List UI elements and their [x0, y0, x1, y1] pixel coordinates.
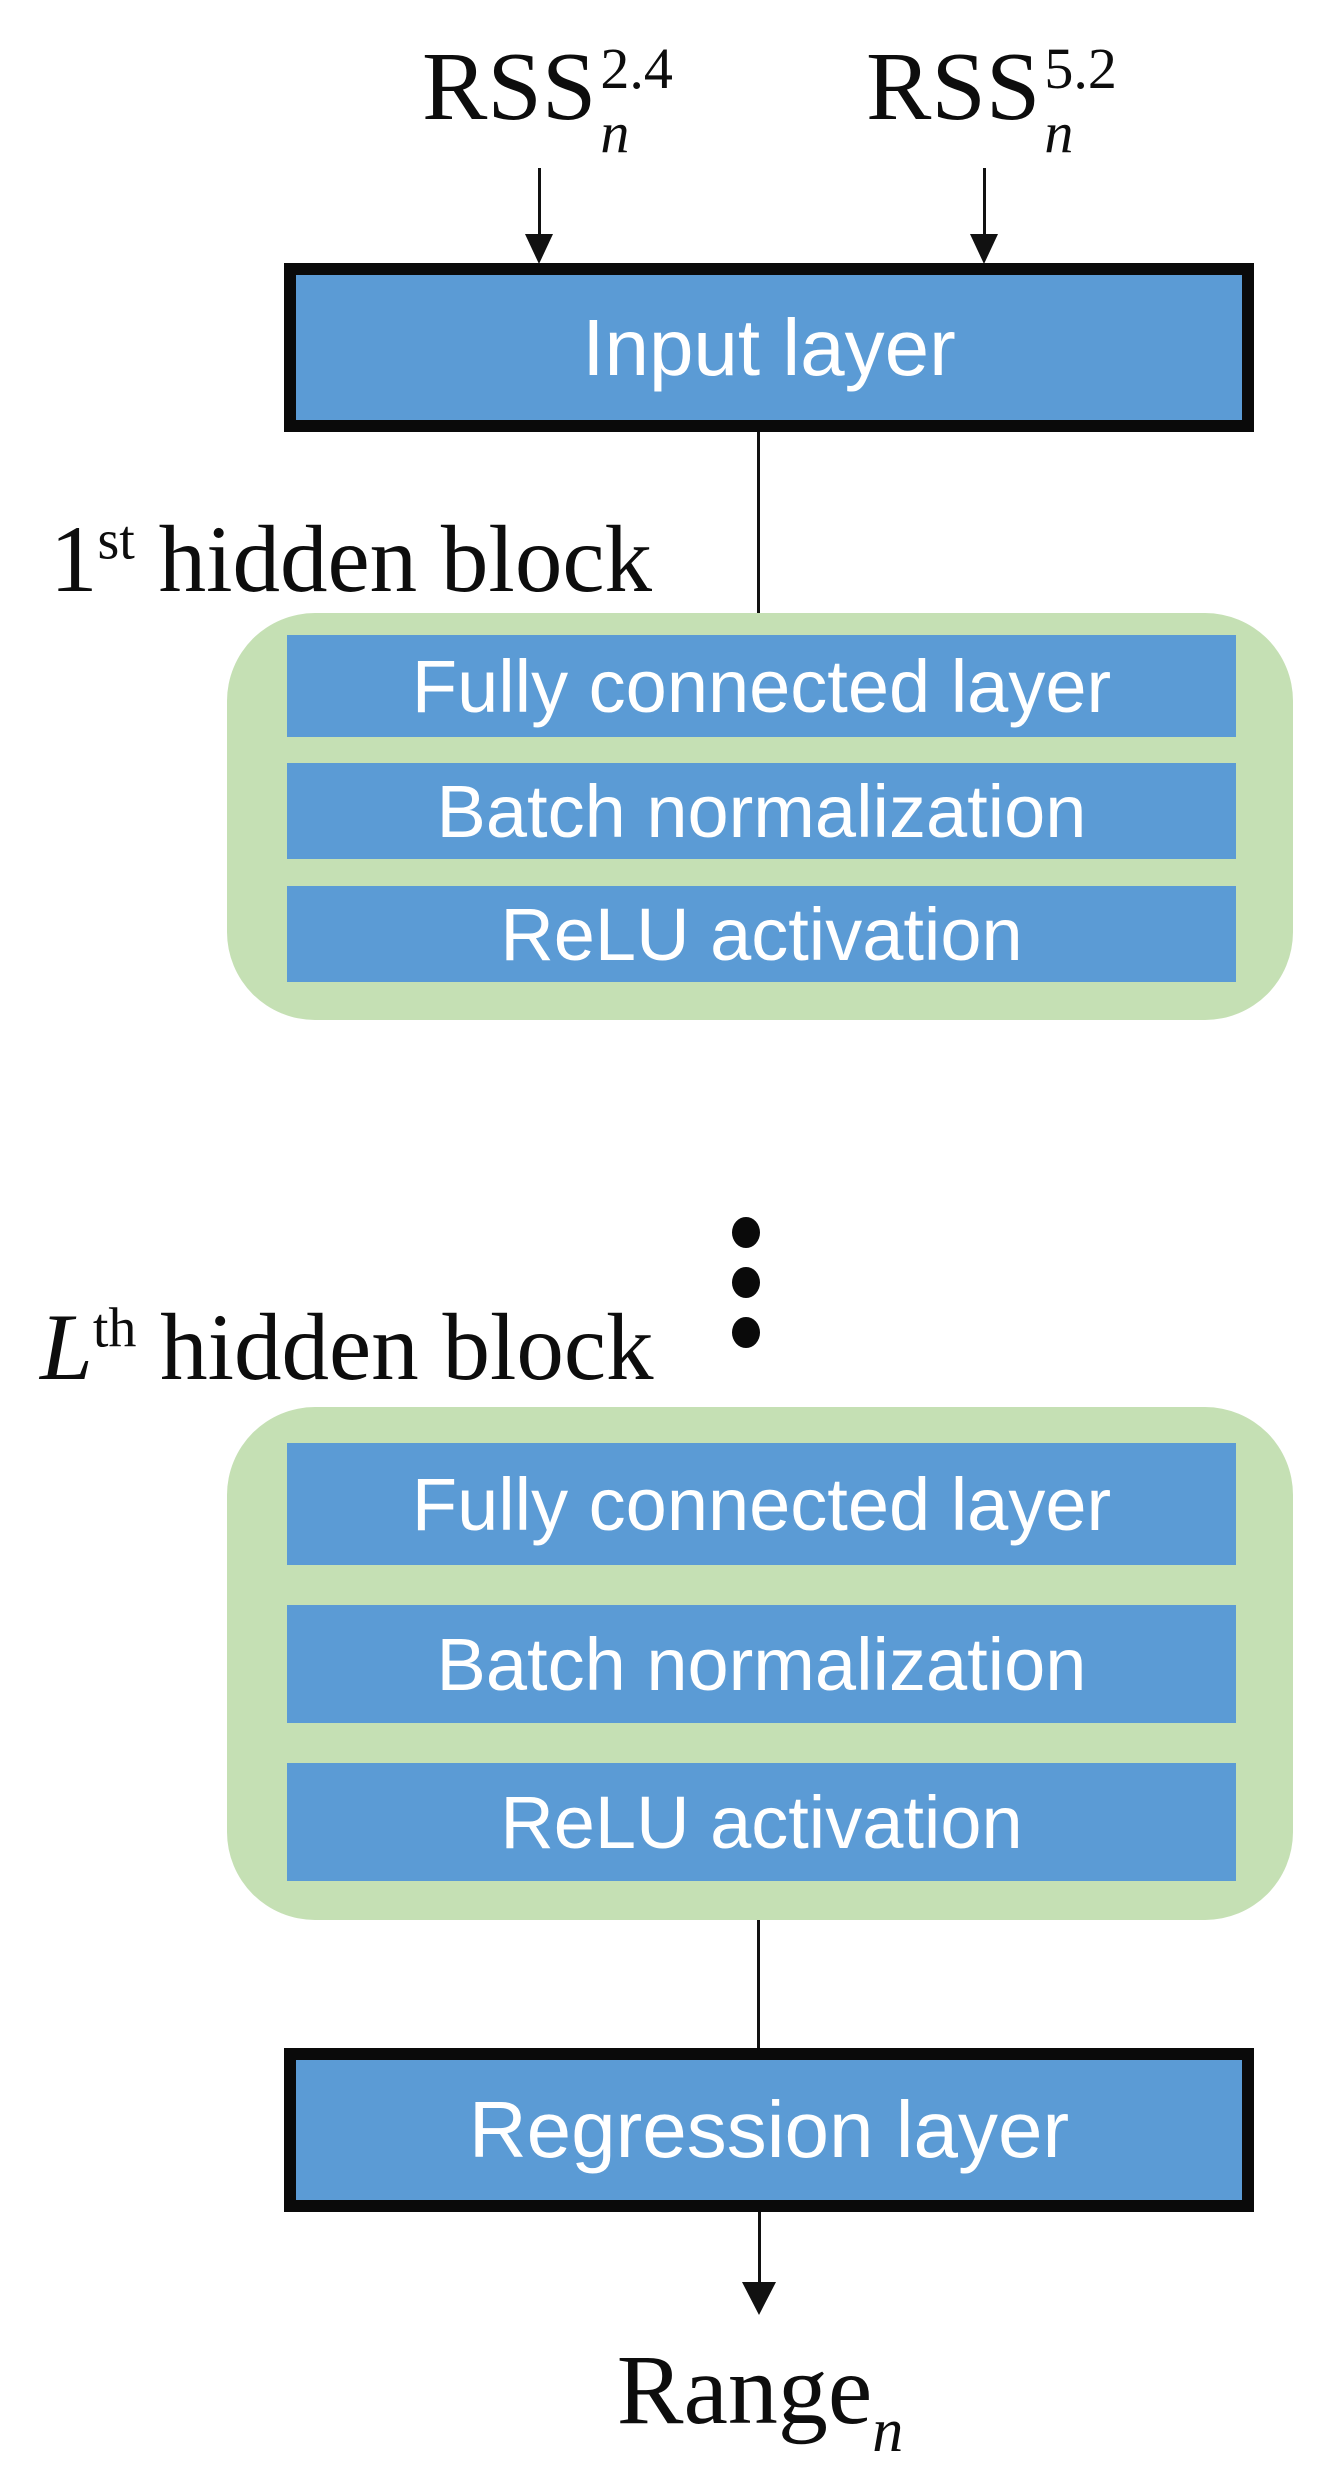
input-arrow-left-head-icon — [525, 234, 553, 264]
ellipsis-dot-icon — [732, 1267, 760, 1298]
input-arrow-right-head-icon — [970, 234, 998, 264]
hidden-block-1-label-base: 1 — [50, 506, 98, 612]
hidden-block-L-row-1-label: Fully connected layer — [411, 1462, 1112, 1546]
hidden-block-1-container: Fully connected layer Batch normalizatio… — [227, 613, 1293, 1020]
rss-5-2-base: RSS — [866, 33, 1041, 142]
ellipsis-dot-icon — [732, 1317, 760, 1348]
hidden-block-L-row-2-label: Batch normalization — [436, 1622, 1087, 1706]
hidden-block-1-fully-connected-layer-box: Fully connected layer — [287, 635, 1236, 737]
hidden-block-L-label-rest: hidden block — [136, 1294, 654, 1400]
range-output-subscript: n — [872, 2397, 904, 2465]
range-output-label: Rangen — [617, 2340, 904, 2465]
input-arrow-right-stem — [983, 168, 986, 234]
hidden-block-L-relu-activation-box: ReLU activation — [287, 1763, 1236, 1881]
hidden-block-L-label: Lth hidden block — [40, 1300, 654, 1395]
input-arrow-left-stem — [538, 168, 541, 234]
hidden-block-1-batch-normalization-box: Batch normalization — [287, 763, 1236, 859]
hidden-block-1-row-1-label: Fully connected layer — [411, 644, 1112, 728]
hidden-block-1-label: 1st hidden block — [50, 512, 652, 607]
hidden-block-L-label-base: L — [40, 1294, 93, 1400]
hidden-block-L-label-ordinal: th — [92, 1297, 137, 1360]
output-arrow-stem — [758, 2212, 761, 2282]
regression-layer-label: Regression layer — [468, 2085, 1070, 2174]
hidden-block-1-row-2-label: Batch normalization — [436, 769, 1087, 853]
rss-2-4-subscript: n — [600, 100, 630, 165]
hidden-block-1-row-3-label: ReLU activation — [500, 892, 1023, 976]
input-layer-box: Input layer — [284, 263, 1254, 432]
connector-input-to-block1 — [757, 432, 760, 613]
connector-blockL-to-regression — [757, 1920, 760, 2048]
hidden-block-1-relu-activation-box: ReLU activation — [287, 886, 1236, 982]
hidden-block-L-fully-connected-layer-box: Fully connected layer — [287, 1443, 1236, 1565]
output-arrow-head-icon — [742, 2282, 776, 2315]
rss-2-4-base: RSS — [422, 33, 597, 142]
hidden-block-1-label-rest: hidden block — [134, 506, 652, 612]
ellipsis-dot-icon — [732, 1217, 760, 1248]
rss-5-2-subscript: n — [1044, 100, 1074, 165]
hidden-block-1-label-ordinal: st — [97, 509, 135, 572]
range-output-base: Range — [616, 2334, 873, 2445]
rss-2-4-superscript: 2.4 — [600, 36, 673, 101]
hidden-block-L-batch-normalization-box: Batch normalization — [287, 1605, 1236, 1723]
hidden-block-L-row-3-label: ReLU activation — [500, 1780, 1023, 1864]
input-layer-label: Input layer — [582, 302, 956, 392]
regression-layer-box: Regression layer — [284, 2048, 1254, 2212]
hidden-block-L-container: Fully connected layer Batch normalizatio… — [227, 1407, 1293, 1920]
rss-5-2-superscript: 5.2 — [1044, 36, 1117, 101]
